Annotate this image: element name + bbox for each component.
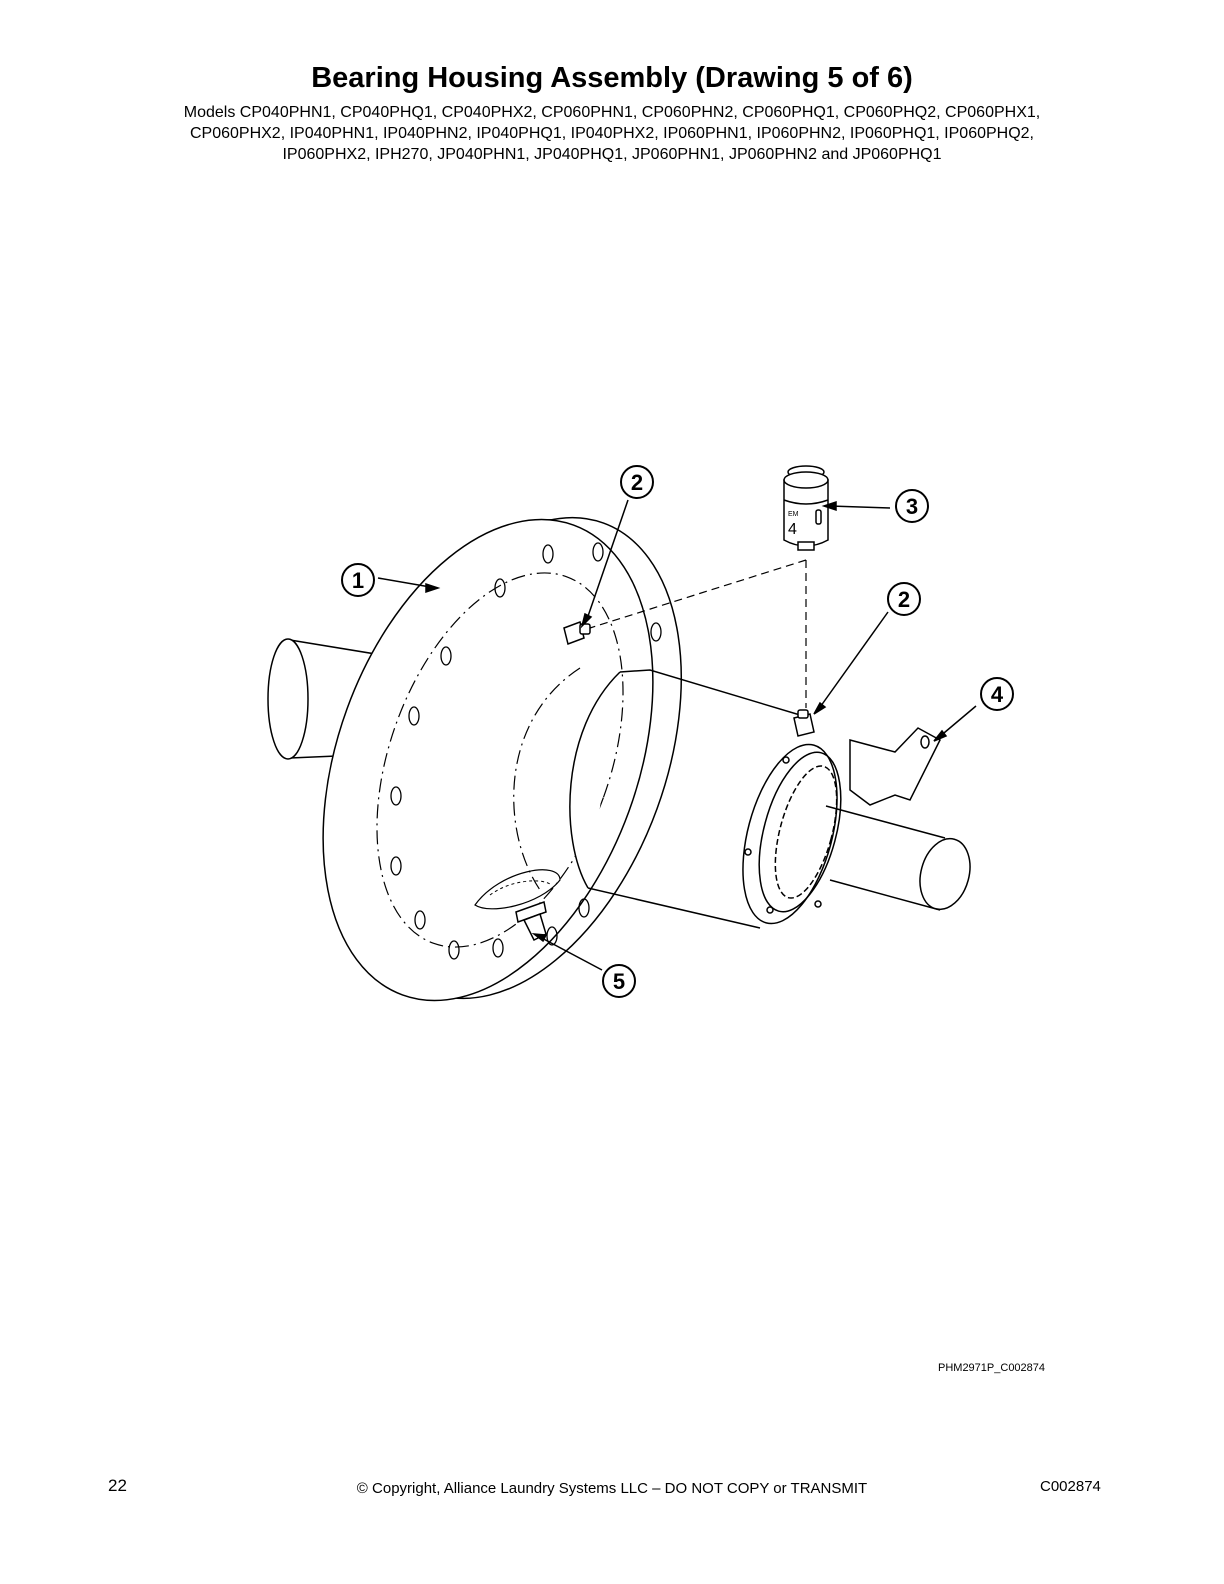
callout-number: 2 [898,587,910,612]
callout-2-top: 2 [620,465,654,499]
flange-plate [322,516,683,1002]
callout-number: 2 [631,470,643,495]
conical-body [474,667,801,929]
mounting-bracket [849,727,941,806]
model-list-line: IP060PHX2, IPH270, JP040PHN1, JP040PHQ1,… [282,146,942,163]
assembly-lines [589,559,807,708]
bolt-holes [390,542,662,960]
model-list-line: CP060PHX2, IP040PHN1, IP040PHN2, IP040PH… [189,125,1034,142]
copyright-notice: © Copyright, Alliance Laundry Systems LL… [356,1480,868,1497]
lubricator-mark-label: EM [788,511,799,518]
model-list-line: Models CP040PHN1, CP040PHQ1, CP040PHX2, … [183,104,1041,121]
callout-3: 3 [895,489,929,523]
model-list: Models CP040PHN1, CP040PHQ1, CP040PHX2, … [100,102,1124,165]
callout-number: 1 [352,568,364,593]
document-code: C002874 [1040,1478,1101,1495]
callout-2-right: 2 [887,582,921,616]
callout-4: 4 [980,677,1014,711]
page-number: 22 [108,1476,127,1495]
grease-fitting-right [793,709,815,737]
right-shaft [825,805,971,911]
callout-number: 4 [991,682,1004,707]
page-title: Bearing Housing Assembly (Drawing 5 of 6… [311,62,913,94]
leader-lines [377,499,977,971]
callout-5: 5 [602,964,636,998]
drawing-id: PHM2971P_C002874 [938,1362,1046,1374]
callout-number: 3 [906,494,918,519]
callout-number: 5 [613,969,625,994]
drain-fitting [515,901,547,942]
callout-1: 1 [341,563,375,597]
lubricator-mark-number: 4 [788,521,797,538]
lubricator-cartridge: EM 4 [783,465,829,551]
bearing-end-cap [742,743,842,925]
